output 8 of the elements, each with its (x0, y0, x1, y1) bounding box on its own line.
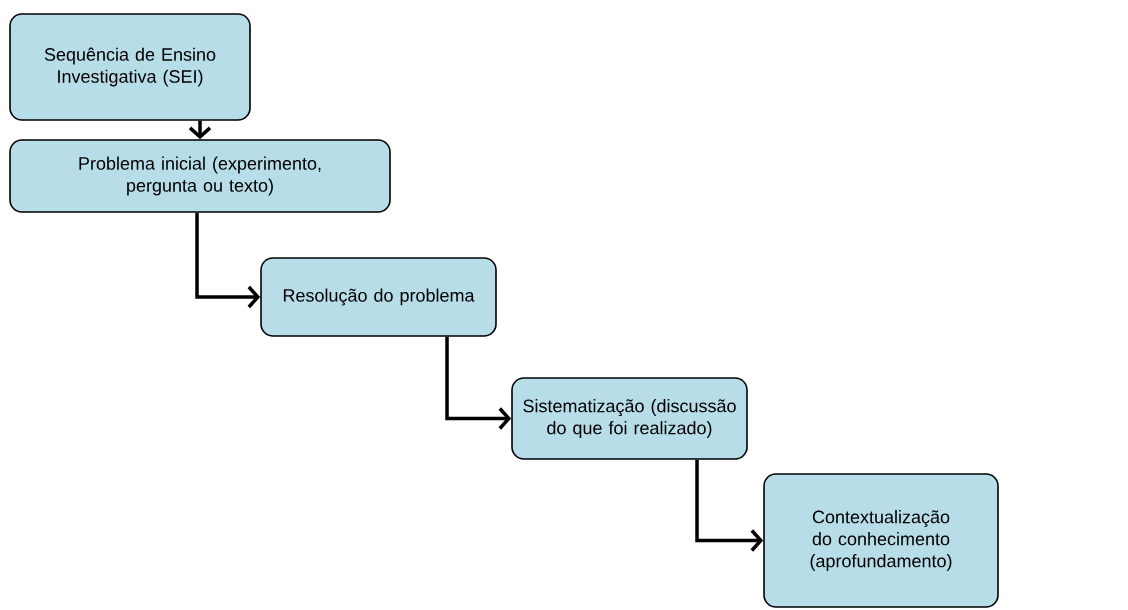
process-box: Contextualização do conhecimento (aprofundamento) (763, 473, 999, 608)
process-box: Problema inicial (experimento, pergunta ou texto) (9, 139, 391, 213)
process-box: Resolução do problema (260, 257, 497, 337)
arrow (445, 336, 512, 430)
arrow (695, 459, 764, 552)
process-box: Sistematização (discussão do que foi realizado) (511, 377, 748, 460)
arrow (195, 212, 261, 309)
process-box: Sequência de Ensino Investigativa (SEI) (9, 13, 251, 121)
